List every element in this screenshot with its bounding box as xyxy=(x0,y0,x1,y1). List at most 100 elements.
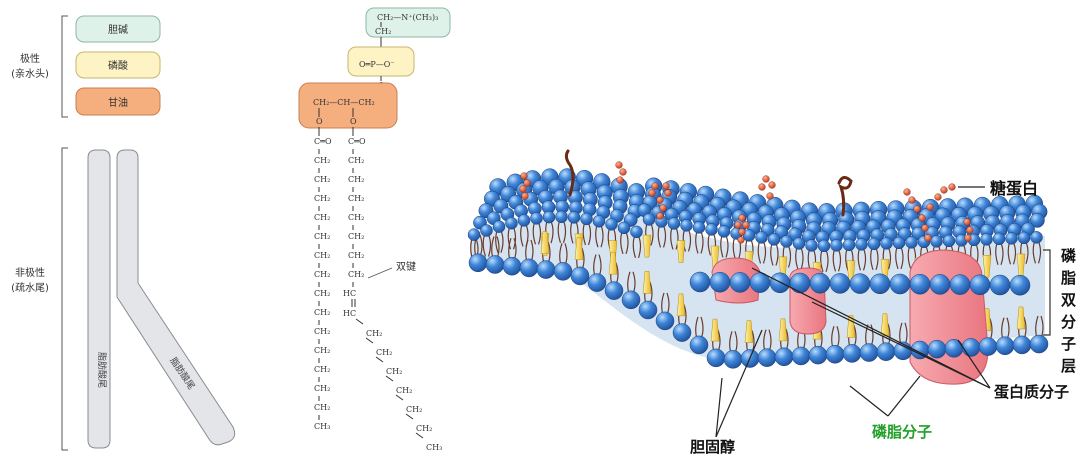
sugar-bead xyxy=(904,189,911,196)
phospholipid-head xyxy=(605,282,623,300)
ch2-group: CH₂ xyxy=(314,384,330,393)
phospholipid-head xyxy=(1030,335,1048,353)
phospholipid-head xyxy=(493,221,505,233)
phospholipid-head xyxy=(639,301,657,319)
bilayer-label-char: 双 xyxy=(1061,291,1076,309)
phospholipid-head xyxy=(622,291,640,309)
phospholipid-head xyxy=(618,222,630,234)
ester-o-left: O xyxy=(316,117,323,126)
ester-o-right: O xyxy=(350,117,357,126)
phospholipid-head xyxy=(806,239,818,251)
ch2-group: CH₂ xyxy=(314,327,330,336)
phospholipid-head xyxy=(724,350,742,368)
ch2-group: CH₂ xyxy=(314,194,330,203)
phospholipid-head xyxy=(693,221,705,233)
sugar-bead xyxy=(769,182,776,189)
nonpolar-sub-label: (疏水尾) xyxy=(11,281,49,294)
ch3-group: CH₃ xyxy=(426,443,442,452)
phospholipid-head xyxy=(890,274,910,294)
phospholipid-head xyxy=(856,238,868,250)
panel-b-structure: CH₂—N⁺(CH₃)₃ CH₂ O O═P—O⁻ O CH₂—CH—CH₂ O… xyxy=(299,8,450,452)
phospholipid-head xyxy=(893,237,905,249)
ch2-group: CH₂ xyxy=(314,346,330,355)
phospholipid-head xyxy=(730,272,750,292)
phospholipid-head xyxy=(826,345,844,363)
phospholipid-head xyxy=(571,267,589,285)
phospholipid-head xyxy=(775,348,793,366)
polar-sub-label: (亲水头) xyxy=(11,67,49,80)
bond xyxy=(416,433,423,438)
phospholipid-head xyxy=(990,275,1010,295)
phospholipid-head xyxy=(531,212,543,224)
phospholipid-head xyxy=(568,211,580,223)
bilayer-label-char: 层 xyxy=(1061,357,1076,375)
polar-label: 极性 xyxy=(20,52,40,65)
phospholipid-head xyxy=(681,219,693,231)
phospholipid-head xyxy=(1031,231,1043,243)
phospholipid-head xyxy=(781,235,793,247)
phospholipid-head xyxy=(581,213,593,225)
ch2-group: CH₂ xyxy=(314,365,330,374)
panel-a-schematic: 极性 (亲水头) 非极性 (疏水尾) 胆碱 磷酸 甘油 脂肪酸尾 脂肪酸尾 xyxy=(11,16,235,450)
sugar-bead xyxy=(949,184,956,191)
phospholipid-head xyxy=(593,215,605,227)
bond xyxy=(376,357,383,362)
sugar-bead xyxy=(759,184,766,191)
phospholipid-head xyxy=(690,336,708,354)
choline-label: 胆碱 xyxy=(108,24,128,36)
phospholipid-head xyxy=(790,273,810,293)
sugar-bead xyxy=(763,176,770,183)
bilayer-label-char: 子 xyxy=(1061,335,1076,353)
sugar-bead xyxy=(617,177,624,184)
glycerol-formula: CH₂—CH—CH₂ xyxy=(313,98,375,107)
phosphate-label: 磷酸 xyxy=(108,59,128,72)
phospholipid-head xyxy=(993,233,1005,245)
phospholipid-head xyxy=(809,346,827,364)
phospholipid-head xyxy=(931,235,943,247)
phospholipid-head xyxy=(868,238,880,250)
phospholipid-head xyxy=(768,233,780,245)
phospholipid-head xyxy=(996,337,1014,355)
phospholipid-head xyxy=(758,349,776,367)
phospholipid-head xyxy=(588,274,606,292)
ch2-group: CH₂ xyxy=(348,213,364,222)
phospholipid-head xyxy=(981,233,993,245)
phospholipid-head xyxy=(906,236,918,248)
sugar-bead xyxy=(521,173,528,180)
hc-group: HC xyxy=(343,309,356,318)
glycoprotein-label: 糖蛋白 xyxy=(990,179,1038,198)
phospholipid-head xyxy=(979,338,997,356)
phospholipid-head xyxy=(793,237,805,249)
phospholipid-head xyxy=(877,343,895,361)
ch2-group: CH₂ xyxy=(386,367,402,376)
ch2-group: CH₂ xyxy=(348,194,364,203)
sugar-bead xyxy=(967,227,974,234)
ch2-group: CH₂ xyxy=(314,213,330,222)
sugar-bead xyxy=(616,162,623,169)
phospholipid-head xyxy=(792,347,810,365)
sugar-bead xyxy=(919,215,926,222)
integral-protein-large xyxy=(910,250,988,384)
phospholipid-head xyxy=(930,274,950,294)
sugar-bead xyxy=(660,205,667,212)
carbonyl-left: C═O xyxy=(314,137,332,146)
phospholipid-head xyxy=(860,344,878,362)
phospholipid-head xyxy=(556,211,568,223)
fatty-acid-chain-saturated: CH₂CH₂CH₂CH₂CH₂CH₂CH₂CH₂CH₂CH₂CH₂CH₂CH₂C… xyxy=(314,149,330,431)
phospholipid-head xyxy=(554,262,572,280)
phospholipid-head xyxy=(710,272,730,292)
ch2-group: CH₂ xyxy=(406,405,422,414)
fatty-acid-tail-left xyxy=(88,150,110,448)
ch2-group: CH₂ xyxy=(348,251,364,260)
sugar-bead xyxy=(965,235,972,242)
phospholipid-head xyxy=(520,259,538,277)
panel-c-membrane: 糖蛋白 磷 脂 双 分 子 层 蛋白质分子 胆固醇 磷脂分子 xyxy=(468,151,1077,456)
phospholipid-head xyxy=(643,213,655,225)
phospholipid-head xyxy=(543,211,555,223)
cholesterol-label: 胆固醇 xyxy=(690,438,735,456)
phospholipid-head xyxy=(756,231,768,243)
sugar-bead xyxy=(941,187,948,194)
sugar-bead xyxy=(649,190,656,197)
phospholipid-head xyxy=(770,273,790,293)
